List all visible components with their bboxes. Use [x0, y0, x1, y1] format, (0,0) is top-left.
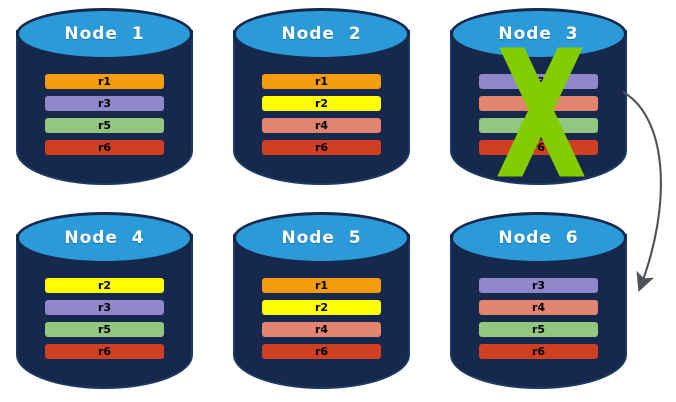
replica-bar[interactable]: r5 [45, 322, 164, 337]
replica-bar[interactable]: r5 [479, 118, 598, 133]
replica-bar[interactable]: r2 [45, 278, 164, 293]
replica-bar[interactable]: r5 [45, 118, 164, 133]
cylinder-top-ellipse [233, 212, 410, 264]
replica-bar[interactable]: r4 [262, 322, 381, 337]
replica-bar[interactable]: r6 [45, 140, 164, 155]
cylinder-top-ellipse [450, 212, 627, 264]
replica-bar[interactable]: r3 [479, 74, 598, 89]
replica-bar[interactable]: r3 [45, 96, 164, 111]
replica-bar[interactable]: r5 [479, 322, 598, 337]
node-title: Node 2 [281, 24, 362, 44]
node-cylinder-node-4[interactable]: Node 4 r2 r3 r5 r6 [16, 212, 193, 394]
replica-bar[interactable]: r3 [45, 300, 164, 315]
replica-list: r3 r4 r5 r6 [479, 278, 598, 359]
replica-bar[interactable]: r6 [45, 344, 164, 359]
replica-bar[interactable]: r3 [479, 278, 598, 293]
replica-bar[interactable]: r6 [262, 140, 381, 155]
replica-list: r1 r2 r4 r6 [262, 278, 381, 359]
cylinder-top-ellipse [233, 8, 410, 60]
replica-bar[interactable]: r4 [479, 300, 598, 315]
node-title: Node 1 [64, 24, 145, 44]
replica-bar[interactable]: r1 [262, 74, 381, 89]
node-title: Node 4 [64, 228, 145, 248]
node-title: Node 5 [281, 228, 362, 248]
node-title: Node 6 [498, 228, 579, 248]
replica-bar[interactable]: r2 [262, 300, 381, 315]
node-cylinder-node-2[interactable]: Node 2 r1 r2 r4 r6 [233, 8, 410, 190]
node-title: Node 3 [498, 24, 579, 44]
replica-list: r3 r4 r5 r6 [479, 74, 598, 155]
replica-bar[interactable]: r6 [262, 344, 381, 359]
replica-bar[interactable]: r1 [262, 278, 381, 293]
replica-bar[interactable]: r6 [479, 140, 598, 155]
replica-bar[interactable]: r2 [262, 96, 381, 111]
arrow-curve-path [622, 91, 662, 292]
replica-list: r1 r2 r4 r6 [262, 74, 381, 155]
cylinder-top-ellipse [16, 8, 193, 60]
node-cylinder-node-1[interactable]: Node 1 r1 r3 r5 r6 [16, 8, 193, 190]
replica-bar[interactable]: r4 [479, 96, 598, 111]
replica-bar[interactable]: r6 [479, 344, 598, 359]
replica-bar[interactable]: r4 [262, 118, 381, 133]
cylinder-top-ellipse [16, 212, 193, 264]
node-cylinder-node-3[interactable]: Node 3 r3 r4 r5 r6 [450, 8, 627, 190]
replica-list: r1 r3 r5 r6 [45, 74, 164, 155]
replica-bar[interactable]: r1 [45, 74, 164, 89]
replica-list: r2 r3 r5 r6 [45, 278, 164, 359]
node-cylinder-node-6[interactable]: Node 6 r3 r4 r5 r6 [450, 212, 627, 394]
node-cylinder-node-5[interactable]: Node 5 r1 r2 r4 r6 [233, 212, 410, 394]
